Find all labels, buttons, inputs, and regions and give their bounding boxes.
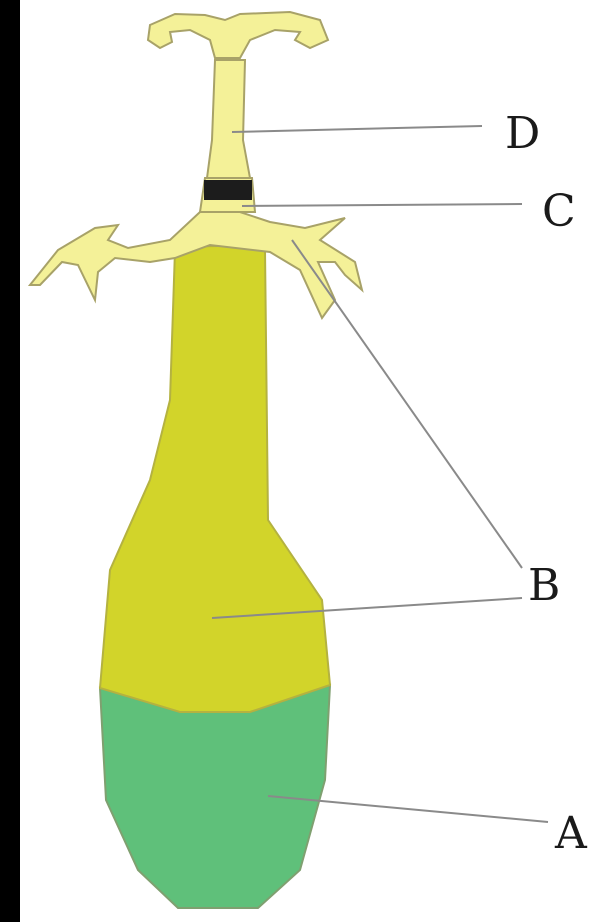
leader-line-d [232, 126, 482, 132]
stalk [207, 60, 250, 178]
label-b: B [528, 560, 560, 611]
label-c: C [542, 186, 576, 237]
leader-line-c [242, 204, 522, 206]
body-region-olive [100, 246, 330, 712]
leader-line-b-upper [292, 240, 522, 568]
label-a: A [554, 808, 588, 859]
t-top [148, 12, 328, 58]
label-d: D [505, 108, 540, 159]
base-region-green [100, 685, 330, 908]
dark-band-fill [204, 180, 252, 200]
